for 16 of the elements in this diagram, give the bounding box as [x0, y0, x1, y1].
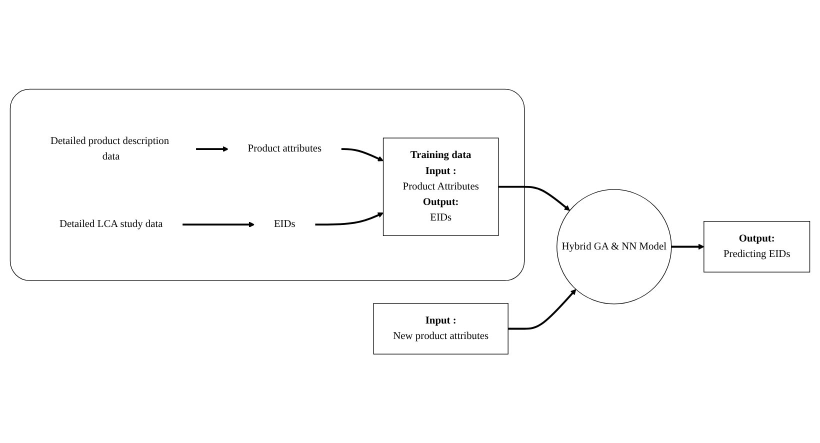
- node-text: Product attributes: [248, 143, 322, 154]
- node-text: EIDs: [274, 218, 296, 230]
- node-circle: Hybrid GA & NN Model: [556, 189, 672, 304]
- arrow: [498, 186, 570, 211]
- arrow: [314, 212, 384, 226]
- node-text: Detailed product description data: [50, 135, 170, 162]
- arrow: [508, 288, 576, 330]
- arrow: [341, 148, 384, 162]
- arrow: [182, 222, 255, 228]
- node-text: Detailed LCA study data: [59, 218, 163, 230]
- node-box: Output: Predicting EIDs: [704, 220, 810, 272]
- cluster: [10, 88, 525, 281]
- node-box: Input : New product attributes: [373, 302, 508, 354]
- arrow: [671, 244, 704, 250]
- node-box: Training data Input : Product Attributes Output: EIDs: [382, 138, 499, 236]
- arrow: [196, 146, 229, 152]
